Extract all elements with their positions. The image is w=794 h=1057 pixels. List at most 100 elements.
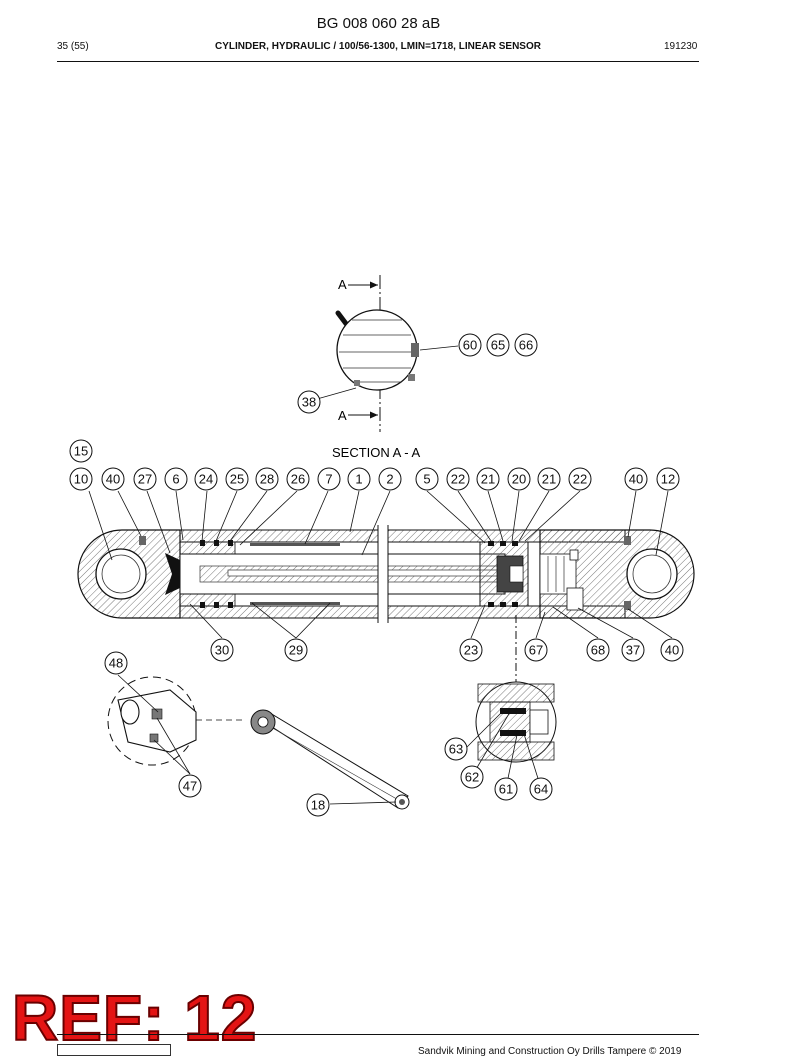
svg-text:68: 68	[591, 643, 605, 658]
balloons: 60 65 66 38 15 10 40 27 6 24 25 28 26 7 …	[69, 333, 684, 817]
connector	[566, 587, 584, 611]
balloon-12: 12	[656, 467, 680, 491]
seal	[214, 540, 219, 546]
svg-text:62: 62	[465, 770, 479, 785]
break-gap	[378, 525, 388, 623]
balloon-68: 68	[586, 638, 610, 662]
svg-text:30: 30	[215, 643, 229, 658]
detail-seal	[500, 730, 526, 736]
page-number: 35 (55)	[57, 41, 89, 52]
svg-text:61: 61	[499, 782, 513, 797]
balloon-22: 22	[446, 467, 470, 491]
balloon-22b: 22	[568, 467, 592, 491]
arrow-head-top	[370, 281, 378, 289]
svg-text:67: 67	[529, 643, 543, 658]
svg-text:60: 60	[463, 338, 477, 353]
sensor-head	[509, 565, 524, 583]
svg-text:28: 28	[260, 472, 274, 487]
svg-text:10: 10	[74, 472, 88, 487]
svg-text:18: 18	[311, 798, 325, 813]
port-fitting	[411, 343, 419, 357]
gland-bottom	[179, 593, 236, 607]
leader	[153, 739, 191, 775]
svg-text:12: 12	[661, 472, 675, 487]
rear-eye-bushing	[101, 554, 141, 594]
leader	[117, 674, 159, 713]
balloon-40: 40	[101, 467, 125, 491]
balloon-38: 38	[297, 390, 321, 414]
svg-text:40: 40	[629, 472, 643, 487]
piston-seal	[512, 541, 518, 546]
sensor-stub	[335, 310, 350, 328]
balloon-40b: 40	[624, 467, 648, 491]
section-marker-top: A	[338, 277, 347, 292]
section-marker-bottom: A	[338, 408, 347, 423]
seal	[200, 602, 205, 608]
piston-detail	[465, 681, 557, 789]
svg-text:15: 15	[74, 444, 88, 459]
piston-seal	[500, 541, 506, 546]
grease-nipple	[149, 733, 159, 743]
balloon-65: 65	[486, 333, 510, 357]
header-rule	[57, 61, 699, 62]
balloon-18: 18	[306, 793, 330, 817]
svg-text:7: 7	[325, 472, 332, 487]
svg-text:21: 21	[542, 472, 556, 487]
detail-seal	[500, 708, 526, 714]
svg-text:38: 38	[302, 395, 316, 410]
footer-copyright: Sandvik Mining and Construction Oy Drill…	[418, 1046, 682, 1057]
seal	[228, 540, 233, 546]
grease-nipple	[624, 601, 631, 610]
svg-text:66: 66	[519, 338, 533, 353]
detail-part	[529, 709, 549, 735]
svg-text:29: 29	[289, 643, 303, 658]
piston-seal	[488, 541, 494, 546]
balloon-60: 60	[458, 333, 482, 357]
svg-text:22: 22	[451, 472, 465, 487]
sensor-tube	[227, 569, 521, 577]
balloon-5: 5	[415, 467, 439, 491]
svg-text:26: 26	[291, 472, 305, 487]
document-code: BG 008 060 28 aB	[316, 15, 441, 32]
arrow-head-bottom	[370, 411, 378, 419]
svg-text:40: 40	[106, 472, 120, 487]
assembly-view	[250, 709, 410, 810]
sensor-cavity	[539, 553, 577, 595]
balloon-26: 26	[286, 467, 310, 491]
svg-text:27: 27	[138, 472, 152, 487]
balloon-29: 29	[284, 638, 308, 662]
balloon-1: 1	[347, 467, 371, 491]
grease-nipple	[151, 708, 163, 720]
balloon-6: 6	[164, 467, 188, 491]
balloon-63: 63	[444, 737, 468, 761]
balloon-37: 37	[621, 638, 645, 662]
leader	[465, 711, 503, 749]
rod-eye-bore	[399, 799, 405, 805]
balloon-62: 62	[460, 765, 484, 789]
piston-seal	[500, 602, 506, 607]
balloon-27: 27	[133, 467, 157, 491]
balloon-30: 30	[210, 638, 234, 662]
footer-rule	[57, 1034, 699, 1035]
svg-text:5: 5	[423, 472, 430, 487]
ref-stamp: REF: 12	[11, 982, 258, 1054]
svg-text:63: 63	[449, 742, 463, 757]
svg-text:40: 40	[665, 643, 679, 658]
cylinder-body	[253, 712, 409, 809]
balloon-28: 28	[255, 467, 279, 491]
leader	[329, 801, 397, 805]
balloon-24: 24	[194, 467, 218, 491]
seal	[214, 602, 219, 608]
balloon-21: 21	[476, 467, 500, 491]
balloon-20: 20	[507, 467, 531, 491]
balloon-64: 64	[529, 777, 553, 801]
detail-barrel	[477, 683, 555, 703]
balloon-48: 48	[104, 651, 128, 675]
grease-nipple	[139, 536, 146, 545]
guide-band	[250, 602, 340, 605]
leader	[316, 387, 357, 400]
leader	[471, 711, 511, 777]
svg-text:2: 2	[386, 472, 393, 487]
balloon-21b: 21	[537, 467, 561, 491]
